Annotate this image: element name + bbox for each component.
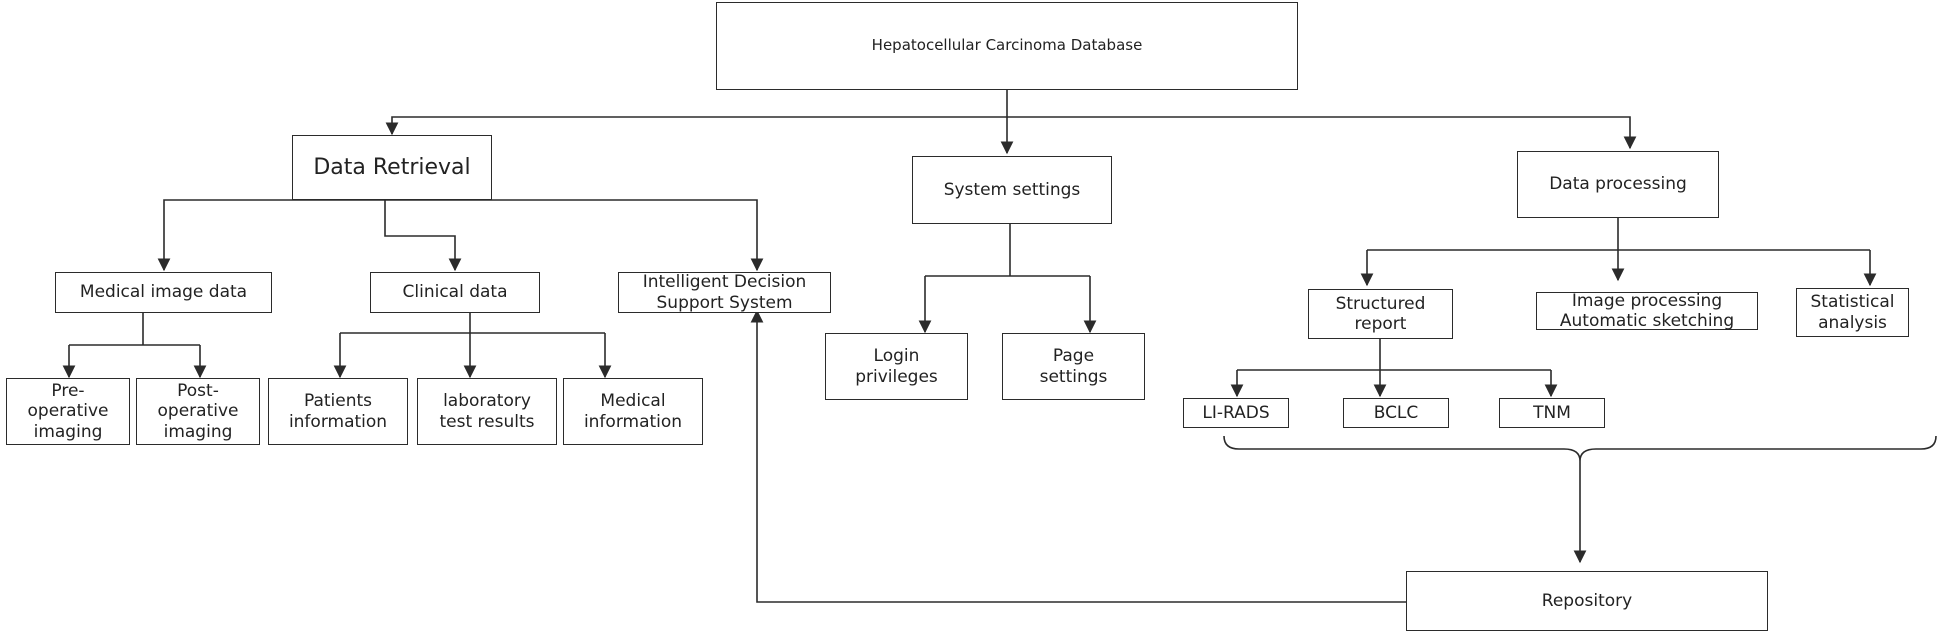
connector-retrieval-to-medical-image — [157, 199, 385, 272]
clinical-data-node: Clinical data — [370, 272, 540, 313]
connector-retrieval-to-idss — [385, 199, 764, 272]
laboratory-test-results-label: laboratory test results — [439, 391, 535, 432]
idss-node: Intelligent Decision Support System — [618, 272, 831, 313]
pre-operative-imaging-label: Pre- operative imaging — [27, 381, 109, 442]
curly-brace — [1223, 435, 1937, 462]
connector-repository-to-idss — [750, 309, 1406, 603]
repository-node: Repository — [1406, 571, 1768, 631]
bclc-label: BCLC — [1373, 402, 1419, 423]
login-privileges-node: Login privileges — [825, 333, 968, 400]
structured-report-label: Structured report — [1335, 293, 1426, 334]
data-retrieval-node: Data Retrieval — [292, 135, 492, 200]
image-processing-label: Image processing Automatic sketching — [1559, 290, 1735, 331]
repository-label: Repository — [1541, 590, 1633, 611]
data-processing-label: Data processing — [1549, 174, 1687, 195]
page-settings-label: Page settings — [1039, 346, 1108, 387]
post-operative-imaging-node: Post- operative imaging — [136, 378, 260, 445]
medical-image-data-node: Medical image data — [55, 272, 272, 313]
root-node: Hepatocellular Carcinoma Database — [716, 2, 1298, 90]
tnm-node: TNM — [1499, 398, 1605, 428]
medical-image-data-label: Medical image data — [79, 282, 248, 303]
idss-label: Intelligent Decision Support System — [642, 272, 807, 313]
li-rads-label: LI-RADS — [1202, 402, 1270, 423]
bclc-node: BCLC — [1343, 398, 1449, 428]
pre-operative-imaging-node: Pre- operative imaging — [6, 378, 130, 445]
data-retrieval-label: Data Retrieval — [313, 154, 471, 180]
post-operative-imaging-label: Post- operative imaging — [157, 381, 239, 442]
root-label: Hepatocellular Carcinoma Database — [871, 36, 1143, 55]
tnm-label: TNM — [1533, 402, 1571, 423]
patients-information-label: Patients information — [288, 391, 388, 432]
data-processing-node: Data processing — [1517, 151, 1719, 218]
medical-information-label: Medical information — [583, 391, 683, 432]
structured-report-node: Structured report — [1308, 289, 1453, 339]
clinical-data-label: Clinical data — [402, 282, 508, 303]
patients-information-node: Patients information — [268, 378, 408, 445]
connector-root-to-processing — [1007, 116, 1637, 150]
system-settings-label: System settings — [943, 179, 1081, 200]
connector-retrieval-to-clinical — [384, 200, 462, 272]
statistical-analysis-node: Statistical analysis — [1796, 288, 1909, 337]
page-settings-node: Page settings — [1002, 333, 1145, 400]
laboratory-test-results-node: laboratory test results — [417, 378, 557, 445]
login-privileges-label: Login privileges — [855, 346, 938, 387]
system-settings-node: System settings — [912, 156, 1112, 224]
connector-root-to-retrieval — [385, 90, 1008, 136]
statistical-analysis-label: Statistical analysis — [1810, 292, 1895, 333]
medical-information-node: Medical information — [563, 378, 703, 445]
li-rads-node: LI-RADS — [1183, 398, 1289, 428]
image-processing-node: Image processing Automatic sketching — [1536, 290, 1758, 331]
